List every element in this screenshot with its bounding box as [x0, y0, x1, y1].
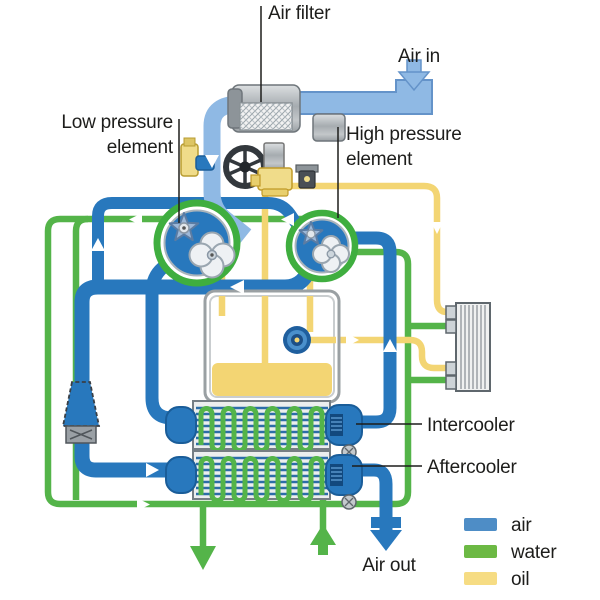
oil-sump — [212, 363, 332, 396]
moisture-separator — [61, 381, 101, 444]
air-in-arrow-icon — [397, 71, 431, 92]
oil-cooler — [445, 302, 491, 392]
water-out-arrow-icon — [190, 546, 216, 570]
aftercooler-label: Aftercooler — [427, 457, 518, 478]
aftercooler-water-coil — [198, 456, 325, 503]
air-filter — [227, 84, 346, 142]
filter-outlet-cylinder — [312, 113, 346, 142]
water-in-arrow-icon — [310, 524, 336, 545]
flow-arrow-right-icon — [146, 463, 159, 477]
hp-rotor-large — [312, 235, 350, 273]
high-pressure-element — [285, 209, 359, 283]
oil-pipe-regulator-to-cooler — [292, 182, 448, 316]
oil-tank — [203, 289, 341, 404]
air-out-arrow-icon — [370, 530, 402, 551]
lp-element-label-line1: Low pressure — [61, 112, 173, 133]
legend-swatch-water — [464, 545, 497, 558]
oil-shutoff-valve — [295, 164, 319, 189]
flow-arrow-up-icon — [91, 238, 105, 251]
air-pipe-hp-to-aftercooler — [74, 259, 320, 478]
oil-flow-arrow-right-icon — [346, 333, 359, 347]
air-out-pipe — [352, 463, 393, 530]
water-in-arrow-stem — [318, 544, 328, 555]
air-filter-label: Air filter — [268, 3, 331, 24]
flow-arrow-left-icon — [281, 213, 294, 226]
oil-pipe-tank-to-cooler — [338, 336, 447, 372]
flow-arrow-up-icon — [383, 339, 397, 352]
low-pressure-element — [153, 199, 241, 287]
air-in-label: Air in — [398, 46, 440, 67]
legend-swatch-oil — [464, 572, 497, 585]
air-out-label: Air out — [362, 555, 416, 576]
flow-arrow-left-icon — [230, 280, 244, 294]
legend-label-oil: oil — [511, 569, 529, 590]
aftercooler — [165, 450, 363, 510]
legend-label-water: water — [510, 542, 557, 563]
legend: air water oil — [464, 515, 558, 590]
hp-element-label-line2: element — [346, 149, 413, 170]
flow-arrow-down-icon — [205, 155, 219, 168]
flow-arrows — [91, 155, 397, 511]
oil-regulator-valve — [250, 142, 293, 197]
hp-element-label-line1: High pressure — [346, 124, 462, 145]
aftercooler-left-header — [165, 456, 197, 494]
intercooler-left-header — [165, 406, 197, 444]
intercooler-label: Intercooler — [427, 415, 515, 436]
air-pipe-intercooler-to-hp — [342, 231, 397, 429]
legend-swatch-air — [464, 518, 497, 531]
water-pipe-main-loop — [44, 215, 412, 508]
flow-arrow-right-icon — [137, 498, 150, 511]
air-out-flange — [371, 517, 401, 528]
legend-label-air: air — [511, 515, 532, 536]
air-circuit — [74, 197, 397, 530]
oil-flow-arrow-down-icon — [431, 222, 443, 234]
flow-arrow-left-icon — [129, 213, 142, 226]
water-circuit — [44, 215, 447, 548]
leader-lines — [178, 6, 422, 467]
lp-element-label-line2: element — [107, 137, 174, 158]
oil-pump — [283, 326, 311, 354]
